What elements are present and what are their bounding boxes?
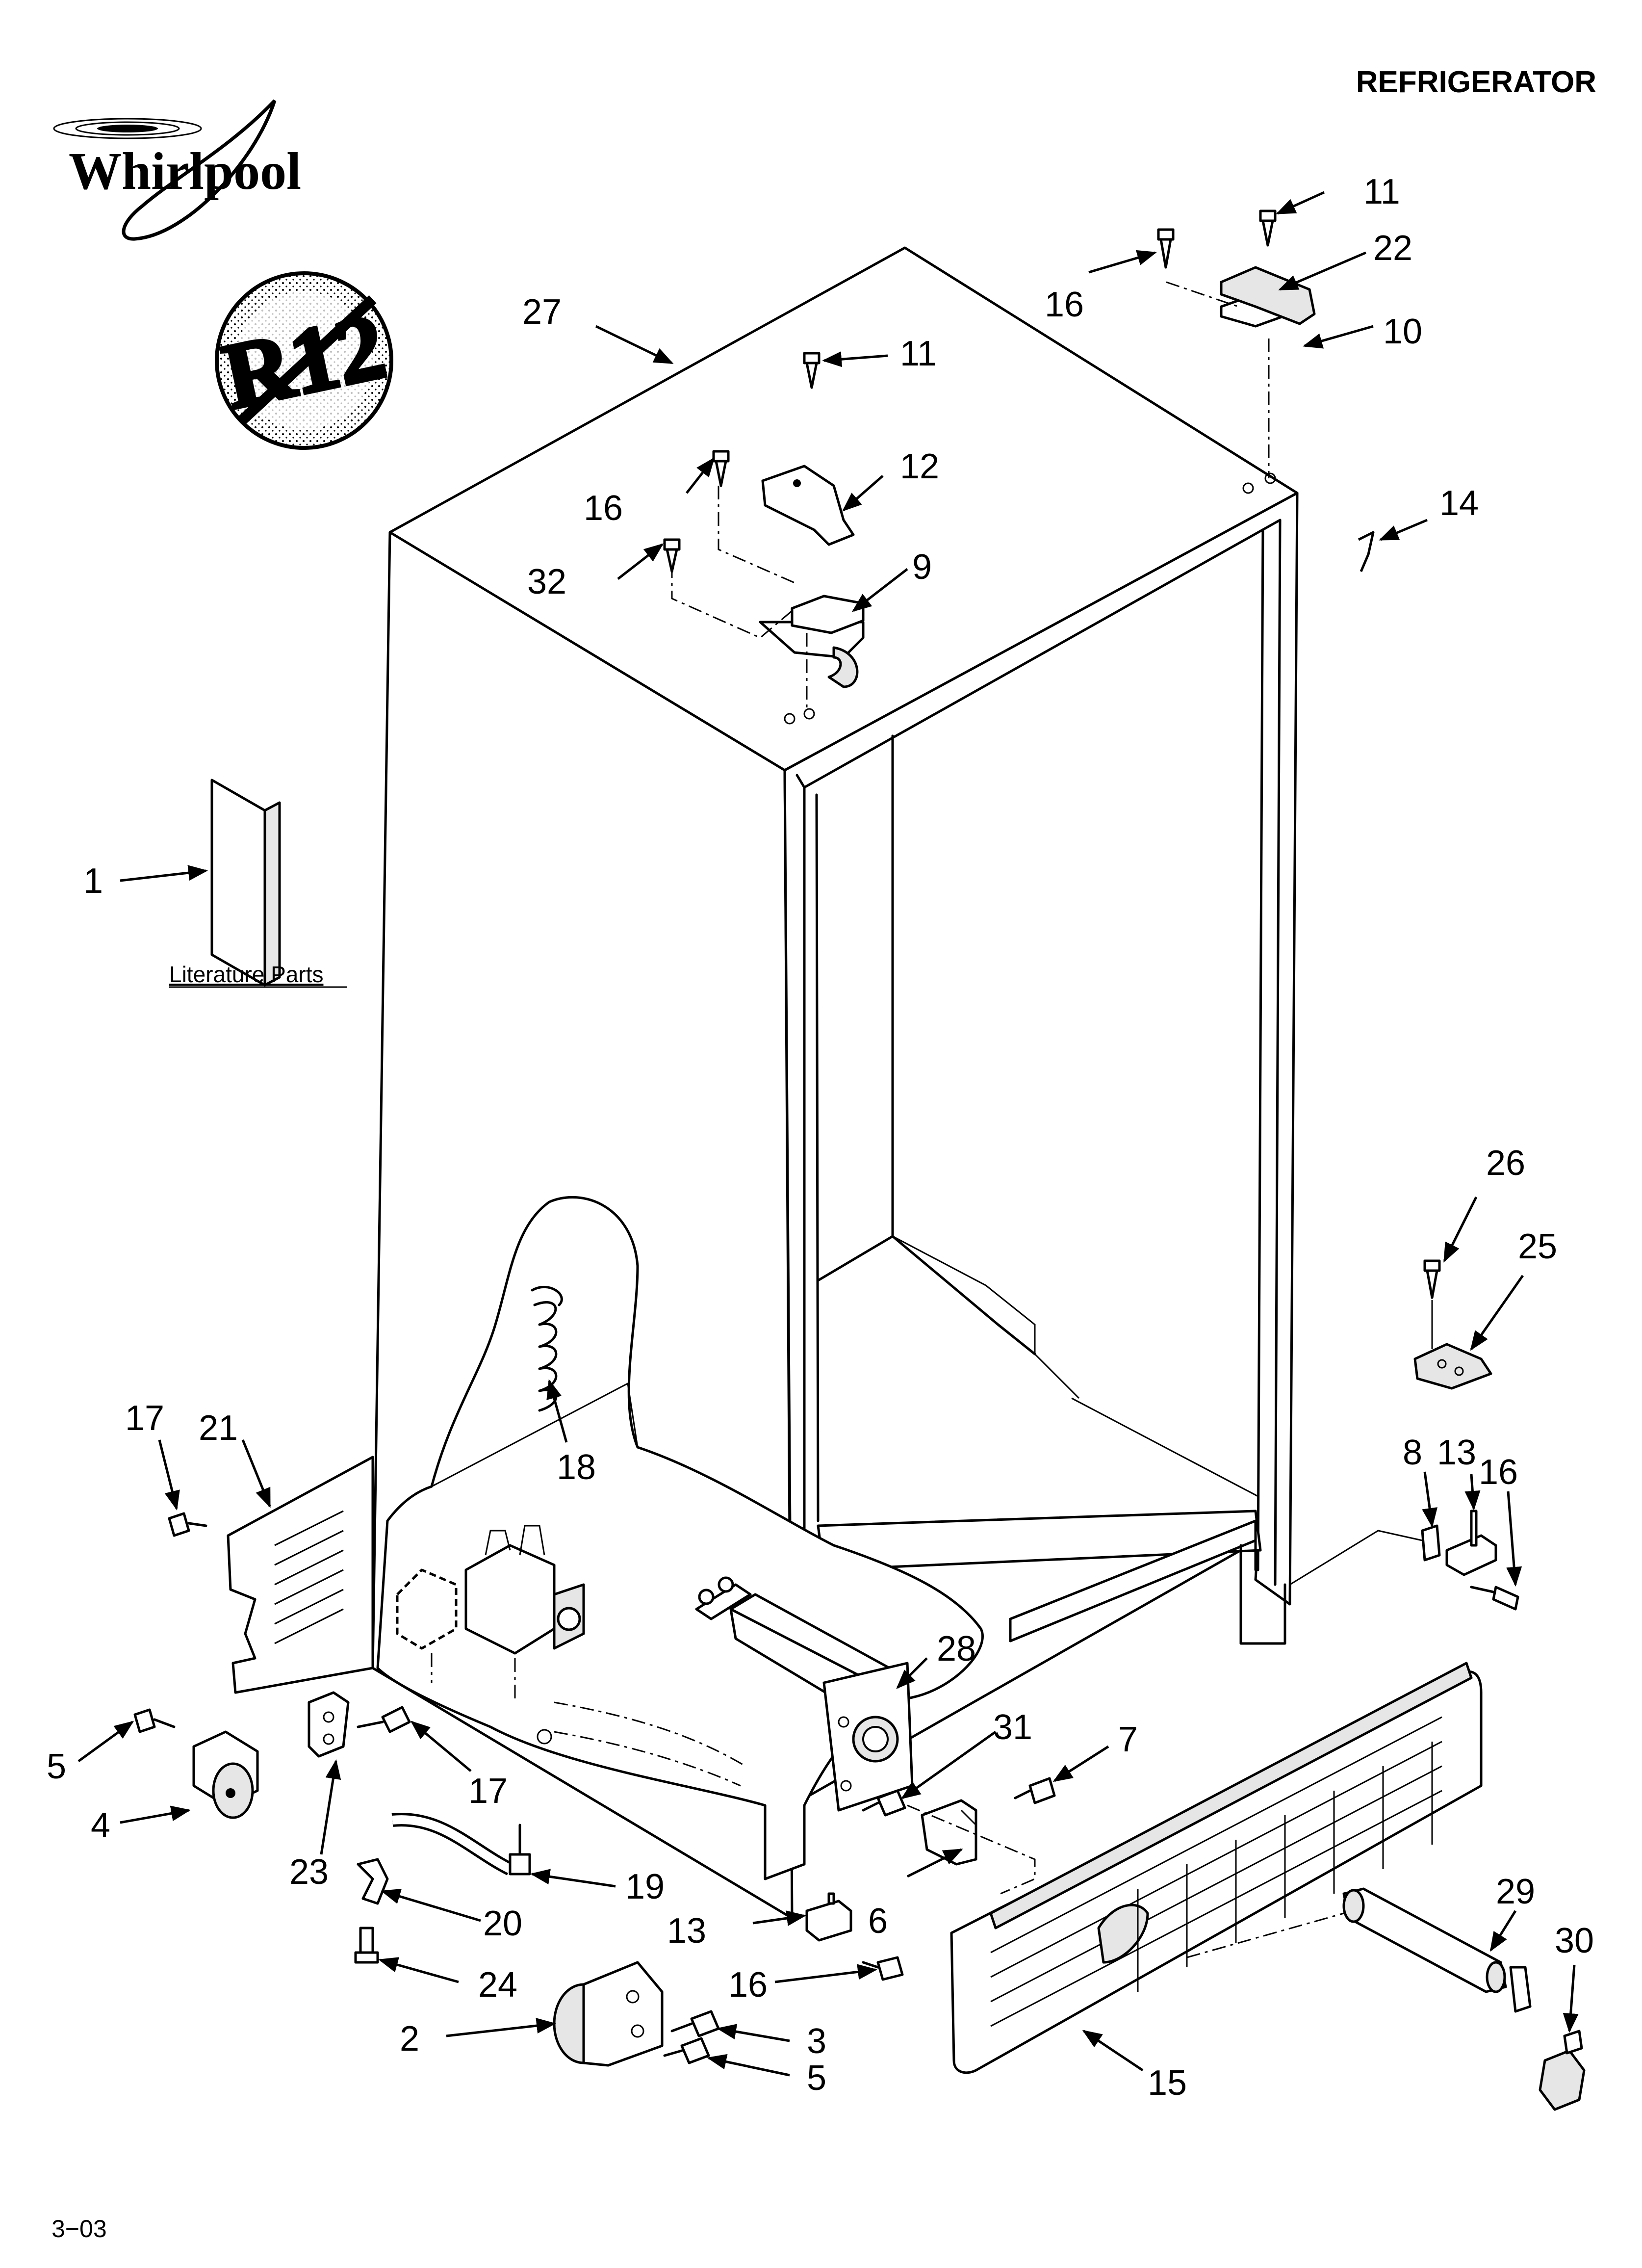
left-hinge-cover <box>761 465 855 546</box>
callout-22: 22 <box>1373 229 1412 268</box>
left-top-hinge-bracket <box>791 595 865 634</box>
panel-21 <box>227 1456 374 1694</box>
screw-31 <box>862 1789 906 1817</box>
callout-2: 2 <box>400 2019 419 2059</box>
callout-23: 23 <box>289 1852 329 1892</box>
page-title: REFRIGERATOR <box>1356 65 1596 99</box>
callout-27: 27 <box>522 292 562 332</box>
callout-10: 10 <box>1383 312 1422 351</box>
hinge-pin <box>1358 531 1375 572</box>
screw-3 <box>670 2010 720 2037</box>
callout-9: 9 <box>912 547 932 587</box>
callout-32: 32 <box>527 562 566 601</box>
bracket-13-right <box>1445 1510 1497 1576</box>
toe-grille <box>950 1662 1483 2074</box>
callout-31: 31 <box>993 1708 1032 1747</box>
leader-lines <box>77 191 1579 2077</box>
callout-labels: 11 22 16 10 27 11 12 16 14 32 9 1 26 25 … <box>47 172 1594 2103</box>
callout-20: 20 <box>483 1904 522 1943</box>
screw-16-right-bottom <box>1470 1586 1519 1611</box>
callout-18: 18 <box>557 1448 596 1487</box>
callout-17-center: 17 <box>468 1772 508 1811</box>
callout-16-right: 16 <box>1479 1453 1518 1492</box>
literature-parts-label: Literature Parts <box>169 962 323 987</box>
compressor-assembly <box>396 1525 585 1702</box>
callout-5-bottom: 5 <box>807 2059 826 2098</box>
callout-29: 29 <box>1496 1872 1535 1911</box>
callout-21: 21 <box>199 1408 238 1448</box>
condenser-coil <box>531 1286 563 1412</box>
bracket-6 <box>921 1799 977 1866</box>
screw-5-left <box>133 1708 176 1733</box>
callout-19: 19 <box>625 1867 665 1906</box>
bracket-23 <box>308 1691 350 1758</box>
callout-30: 30 <box>1555 1921 1594 1960</box>
roller-4 <box>192 1730 259 1819</box>
callout-28: 28 <box>937 1629 976 1668</box>
callout-25: 25 <box>1518 1227 1557 1266</box>
callout-3: 3 <box>807 2022 826 2061</box>
callout-16-top-left: 16 <box>584 489 623 528</box>
screw-11-right <box>1259 209 1277 247</box>
callout-13-bottom: 13 <box>667 1911 706 1951</box>
screw-11-left <box>803 352 821 389</box>
callout-26: 26 <box>1486 1144 1525 1183</box>
callout-11-right: 11 <box>1363 172 1400 211</box>
callout-1: 1 <box>83 861 103 901</box>
right-hinge-cover <box>1220 266 1316 325</box>
hinge-25 <box>1413 1343 1492 1390</box>
screw-16-bottom <box>862 1956 904 1981</box>
callout-4: 4 <box>91 1806 110 1845</box>
callout-8: 8 <box>1403 1433 1422 1472</box>
filter-cap <box>1539 2030 1586 2111</box>
clamp-20 <box>357 1858 389 1905</box>
roller-2 <box>553 1961 664 2067</box>
callout-24: 24 <box>478 1965 517 2005</box>
screw-7 <box>1014 1777 1056 1804</box>
page-code: 3−03 <box>51 2215 107 2242</box>
callout-12: 12 <box>900 447 939 486</box>
callout-5-left: 5 <box>47 1747 66 1786</box>
callout-16-top-right: 16 <box>1045 285 1084 324</box>
screw-24 <box>354 1927 379 1964</box>
callout-14: 14 <box>1439 484 1479 523</box>
screw-5-bottom <box>663 2037 710 2064</box>
callout-11-left: 11 <box>900 334 937 373</box>
screw-17-center <box>357 1706 411 1733</box>
screw-16-right <box>1157 228 1175 269</box>
callout-16-bottom: 16 <box>728 1965 768 2005</box>
callout-13-right: 13 <box>1437 1433 1476 1472</box>
bracket-13-bottom <box>805 1892 852 1942</box>
water-filter <box>1342 1887 1532 2013</box>
screw-32 <box>663 538 681 573</box>
brand-name: Whirlpool <box>69 142 301 201</box>
screw-17-left <box>168 1512 207 1537</box>
screw-26 <box>1423 1259 1441 1299</box>
water-inlet-assembly <box>695 1576 914 1812</box>
callout-15: 15 <box>1148 2063 1187 2103</box>
callout-6: 6 <box>868 1902 888 1941</box>
tube-19 <box>391 1813 531 1876</box>
callout-17-left: 17 <box>125 1399 164 1438</box>
callout-7: 7 <box>1118 1720 1138 1759</box>
literature-booklet <box>210 779 281 987</box>
whirlpool-logo: Whirlpool <box>53 99 301 241</box>
no-r12-badge: R12 <box>213 271 395 450</box>
bracket-8 <box>1421 1524 1441 1562</box>
